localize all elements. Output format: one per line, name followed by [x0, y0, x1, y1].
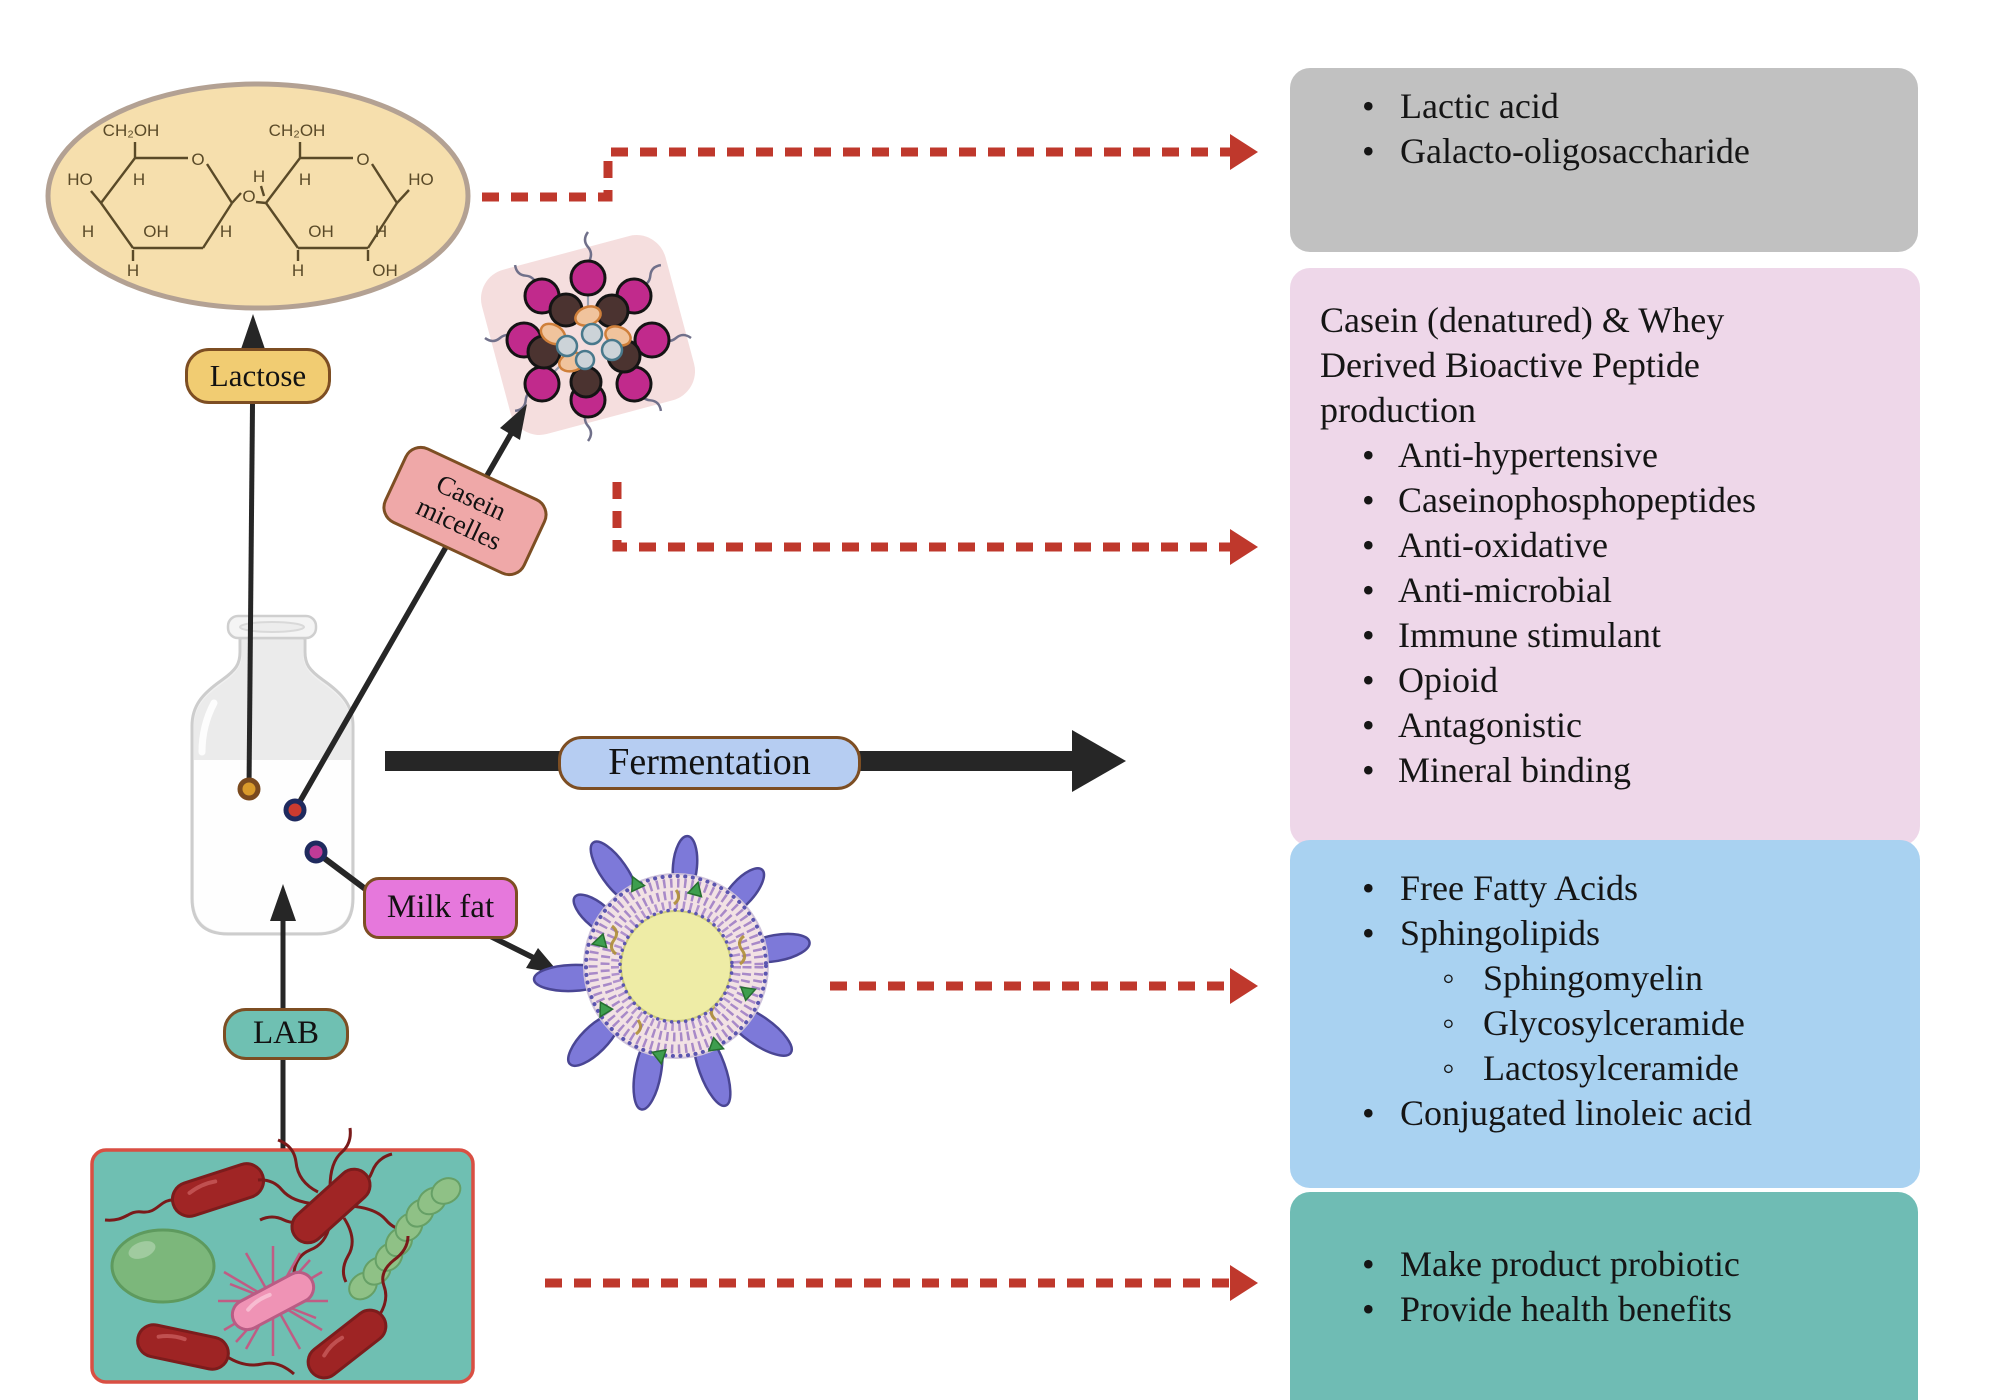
bottle-dots — [237, 777, 328, 864]
list-item: Galacto-oligosaccharide — [1290, 129, 1760, 174]
bacterium-oval — [110, 1228, 216, 1304]
lab-pill-label: LAB — [253, 1015, 319, 1052]
list-item: Lactosylceramide — [1290, 1046, 1920, 1091]
lactose-molecule-bubble: CH₂OH CH₂OH O O O HO HO H H OH H H H H O… — [45, 81, 471, 311]
molecule-label: H — [220, 222, 232, 241]
bacterium-flagellated — [257, 1127, 411, 1283]
list-item: Free Fatty Acids — [1290, 866, 1920, 911]
lactose-dot — [237, 777, 261, 801]
milk-fat-pill: Milk fat — [363, 877, 518, 939]
list-item: Sphingolipids — [1290, 911, 1920, 956]
molecule-label: H — [127, 261, 139, 280]
casein-dot — [283, 798, 307, 822]
casein-whey-title: Casein (denatured) & Whey Derived Bioact… — [1320, 300, 1725, 430]
bacterium-rod — [104, 1162, 266, 1222]
list-item: Lactic acid — [1290, 84, 1760, 129]
fat-globule-image — [532, 834, 811, 1111]
dashed-arrow-to-milk-fat-products — [830, 968, 1258, 1004]
arrow-lactose — [240, 314, 266, 790]
bacteria-image — [90, 1127, 475, 1384]
milk-fat-dot — [304, 840, 328, 864]
lactose-pill-label: Lactose — [209, 358, 307, 394]
bacterium-rod — [136, 1323, 295, 1376]
lactose-structure — [90, 142, 410, 261]
list-item: Anti-oxidative — [1290, 523, 1920, 568]
milk-bottle — [190, 614, 355, 936]
casein-micelle-image — [480, 231, 696, 442]
molecule-label: O — [191, 150, 204, 169]
bacterium-cocci-chain — [348, 1177, 462, 1301]
lactose-products-box: Lactic acid Galacto-oligosaccharide — [1290, 68, 1918, 252]
list-item: Glycosylceramide — [1290, 1001, 1920, 1046]
molecule-label: OH — [372, 261, 398, 280]
dashed-arrow-to-lactose-products — [482, 134, 1258, 202]
molecule-label: H — [133, 170, 145, 189]
list-item: Caseinophosphopeptides — [1290, 478, 1920, 523]
dashed-arrows — [482, 134, 1258, 1301]
molecule-label: H — [82, 222, 94, 241]
fermentation-pill-label: Fermentation — [608, 741, 811, 784]
molecule-label: H — [253, 167, 265, 186]
milk-fat-pill-label: Milk fat — [386, 889, 495, 926]
molecule-label: H — [375, 222, 387, 241]
dashed-arrow-to-casein-whey — [612, 482, 1258, 565]
bacterium-pink-rod — [218, 1246, 328, 1356]
molecule-label: H — [299, 170, 311, 189]
lab-pill: LAB — [223, 1008, 349, 1060]
casein-whey-box: Casein (denatured) & Whey Derived Bioact… — [1290, 268, 1920, 846]
list-item: Anti-hypertensive — [1290, 433, 1920, 478]
dashed-arrow-to-lab-benefits — [545, 1265, 1258, 1301]
list-item: Conjugated linoleic acid — [1290, 1091, 1920, 1136]
milk-fat-products-box: Free Fatty Acids Sphingolipids Sphingomy… — [1290, 840, 1920, 1188]
molecule-label: H — [292, 261, 304, 280]
molecule-label: HO — [67, 170, 93, 189]
molecule-label: OH — [308, 222, 334, 241]
molecule-label: CH₂OH — [103, 121, 160, 140]
list-item: Provide health benefits — [1290, 1287, 1918, 1332]
molecule-label: O — [242, 187, 255, 206]
list-item: Antagonistic — [1290, 703, 1920, 748]
list-item: Anti-microbial — [1290, 568, 1920, 613]
molecule-label: O — [356, 150, 369, 169]
molecule-label: CH₂OH — [269, 121, 326, 140]
list-item: Sphingomyelin — [1290, 956, 1920, 1001]
list-item: Make product probiotic — [1290, 1242, 1918, 1287]
lab-benefits-box: Make product probiotic Provide health be… — [1290, 1192, 1918, 1400]
list-item: Opioid — [1290, 658, 1920, 703]
list-item: Mineral binding — [1290, 748, 1920, 793]
lactose-pill: Lactose — [185, 348, 331, 404]
molecule-label: HO — [408, 170, 434, 189]
list-item: Immune stimulant — [1290, 613, 1920, 658]
fermentation-pill: Fermentation — [558, 736, 861, 790]
molecule-label: OH — [143, 222, 169, 241]
bacterium-rod — [306, 1235, 410, 1380]
